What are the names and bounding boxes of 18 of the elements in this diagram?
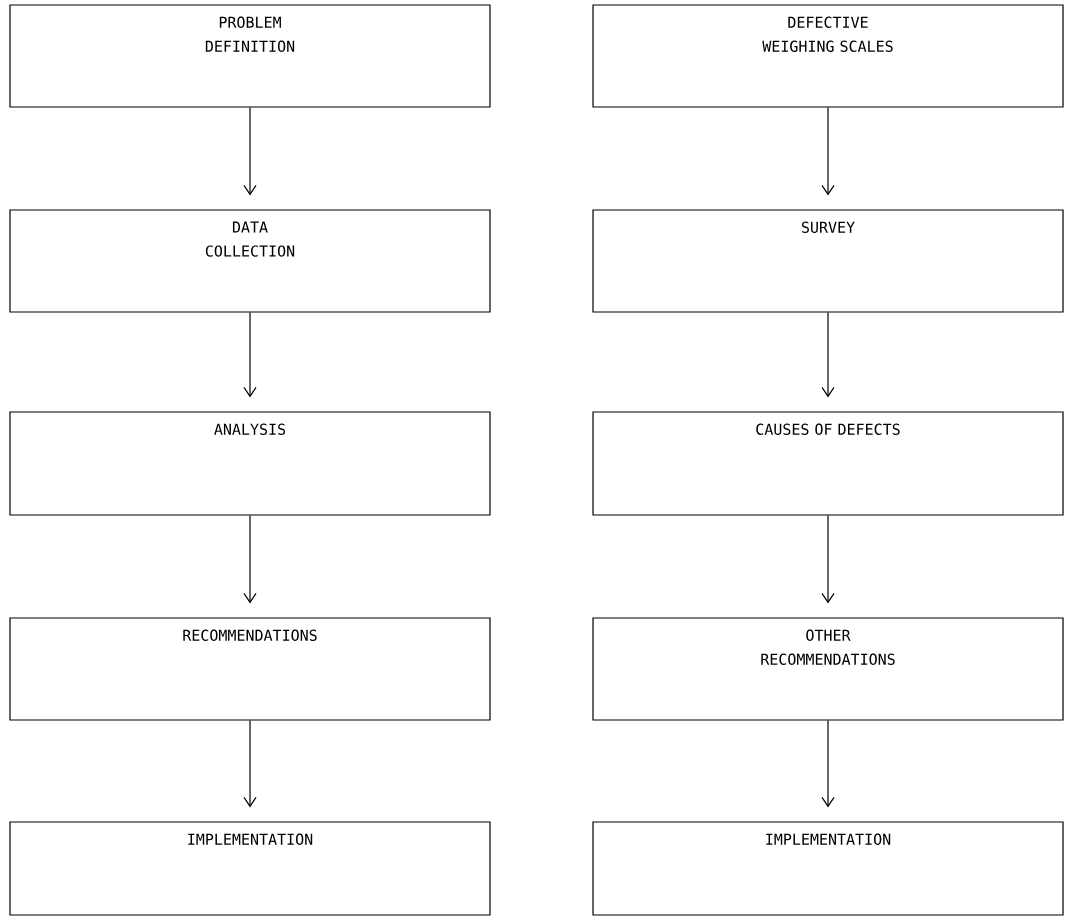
process-box: SURVEY (592, 209, 1064, 313)
arrow (821, 312, 835, 398)
process-box: CAUSES OF DEFECTS (592, 411, 1064, 516)
process-box: DEFECTIVE WEIGHING SCALES (592, 4, 1064, 108)
arrow (243, 107, 257, 196)
process-box: DATA COLLECTION (9, 209, 491, 313)
arrow (243, 312, 257, 398)
arrow (821, 720, 835, 808)
process-box: IMPLEMENTATION (9, 821, 491, 916)
arrow (243, 515, 257, 604)
arrow (243, 720, 257, 808)
process-box: RECOMMENDATIONS (9, 617, 491, 721)
process-box: ANALYSIS (9, 411, 491, 516)
arrow (821, 107, 835, 196)
process-box: PROBLEM DEFINITION (9, 4, 491, 108)
process-box: IMPLEMENTATION (592, 821, 1064, 916)
arrow (821, 515, 835, 604)
process-box: OTHER RECOMMENDATIONS (592, 617, 1064, 721)
